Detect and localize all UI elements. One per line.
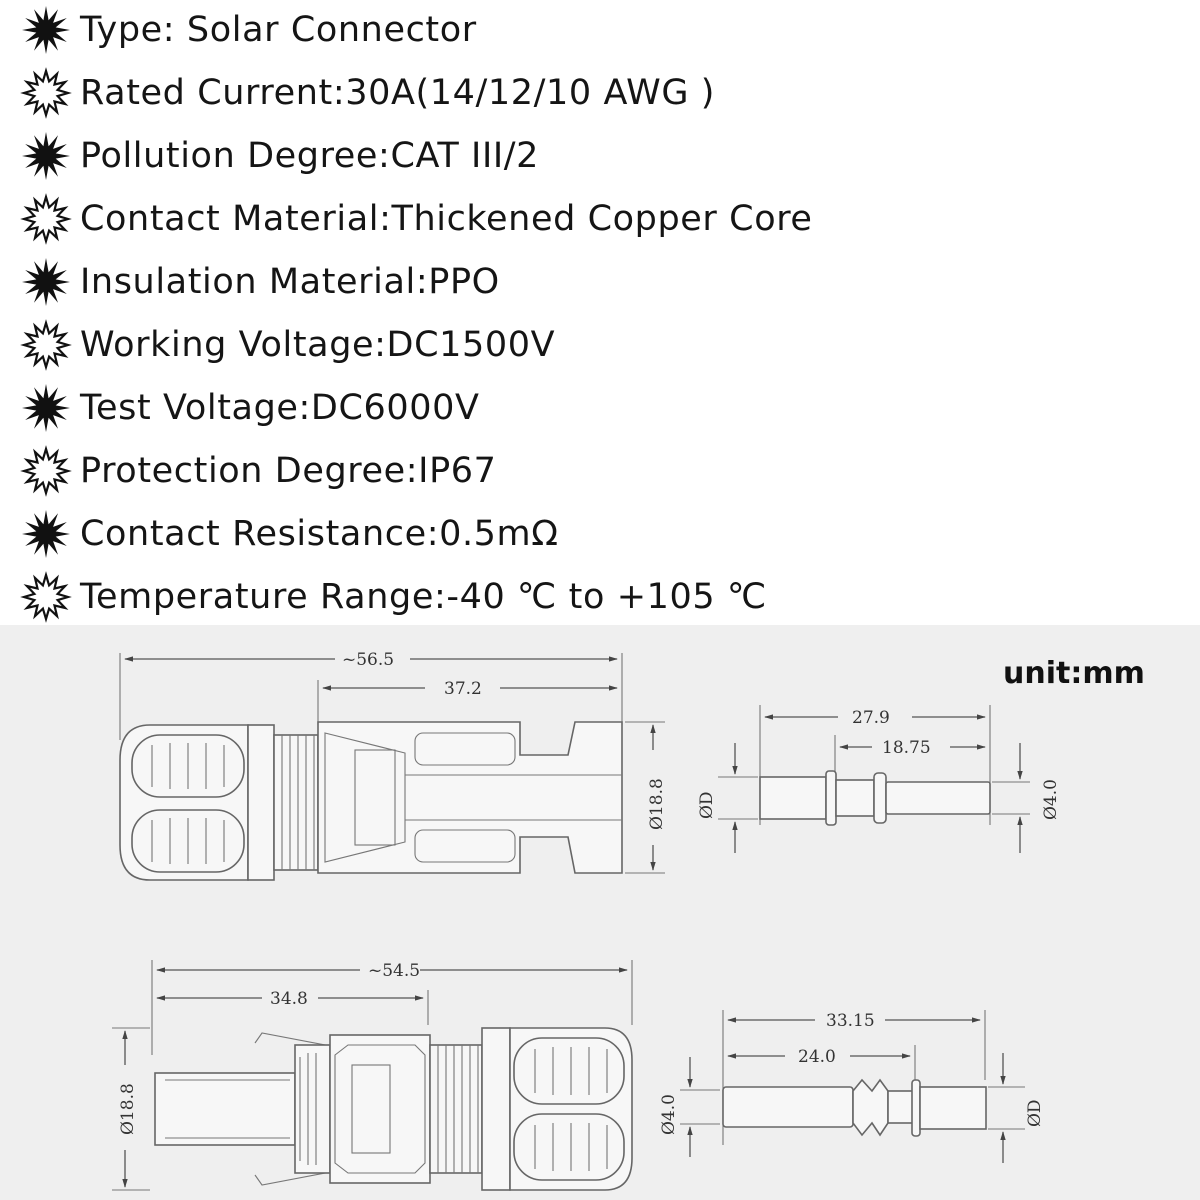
- filled-star-icon: [22, 6, 70, 54]
- spec-item: Contact Material:Thickened Copper Core: [20, 189, 813, 249]
- unit-label: unit:mm: [1003, 656, 1145, 691]
- dimension-drawing: unit:mm ~56.5 37.2: [112, 650, 1145, 1191]
- spec-text: Contact Resistance:0.5mΩ: [80, 514, 559, 554]
- female-pin-length: 33.15: [826, 1011, 875, 1031]
- spec-text: Pollution Degree:CAT III/2: [80, 136, 540, 176]
- spec-text: Protection Degree:IP67: [80, 451, 497, 491]
- spec-text: Insulation Material:PPO: [80, 262, 500, 302]
- spec-item: Rated Current:30A(14/12/10 AWG ): [20, 63, 715, 123]
- outline-star-icon: [20, 445, 72, 497]
- spec-item: Pollution Degree:CAT III/2: [20, 126, 539, 186]
- spec-text: Type: Solar Connector: [80, 10, 477, 50]
- spec-item: Type: Solar Connector: [20, 0, 477, 60]
- spec-item: Insulation Material:PPO: [20, 252, 500, 312]
- outline-star-icon: [20, 193, 72, 245]
- male-pin-diameter: Ø4.0: [1041, 779, 1061, 820]
- female-pin-cable-diameter: ØD: [1025, 1099, 1045, 1127]
- male-body-length: 37.2: [444, 679, 482, 699]
- spec-item: Test Voltage:DC6000V: [20, 378, 480, 438]
- female-pin-diameter: Ø4.0: [659, 1094, 679, 1135]
- female-connector-drawing: ~54.5 34.8: [112, 960, 633, 1191]
- spec-item: Working Voltage:DC1500V: [20, 315, 555, 375]
- male-pin-tip-length: 18.75: [882, 738, 931, 758]
- spec-text: Contact Material:Thickened Copper Core: [80, 199, 813, 239]
- filled-star-icon: [22, 510, 70, 558]
- spec-item: Protection Degree:IP67: [20, 441, 497, 501]
- male-overall-length: ~56.5: [342, 650, 394, 670]
- technical-drawing: unit:mm ~56.5 37.2: [0, 625, 1200, 1200]
- female-pin-tip-length: 24.0: [798, 1047, 836, 1067]
- spec-text: Test Voltage:DC6000V: [80, 388, 480, 428]
- male-connector-drawing: ~56.5 37.2 Ø18.8: [119, 650, 667, 881]
- female-overall-length: ~54.5: [368, 961, 420, 981]
- outline-star-icon: [20, 571, 72, 623]
- outline-star-icon: [20, 319, 72, 371]
- female-diameter: Ø18.8: [118, 1083, 138, 1135]
- outline-star-icon: [20, 67, 72, 119]
- filled-star-icon: [22, 132, 70, 180]
- male-pin-length: 27.9: [852, 708, 890, 728]
- male-pin-cable-diameter: ØD: [697, 791, 717, 819]
- spec-text: Rated Current:30A(14/12/10 AWG ): [80, 73, 716, 113]
- female-pin-drawing: 33.15 24.0 Ø4.0 ØD: [659, 1010, 1045, 1163]
- spec-text: Temperature Range:-40 ℃ to +105 ℃: [80, 577, 767, 617]
- filled-star-icon: [22, 258, 70, 306]
- spec-item: Temperature Range:-40 ℃ to +105 ℃: [20, 567, 767, 627]
- spec-text: Working Voltage:DC1500V: [80, 325, 556, 365]
- male-pin-drawing: 27.9 18.75 ØD Ø4.0: [697, 705, 1061, 853]
- male-diameter: Ø18.8: [647, 778, 667, 830]
- filled-star-icon: [22, 384, 70, 432]
- spec-item: Contact Resistance:0.5mΩ: [20, 504, 559, 564]
- female-body-length: 34.8: [270, 989, 308, 1009]
